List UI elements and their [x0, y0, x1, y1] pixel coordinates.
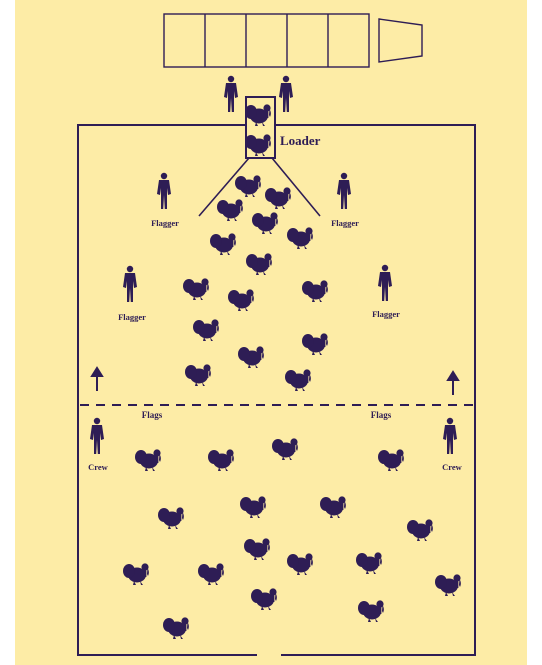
diagram-background [15, 0, 527, 665]
crew-label: Crew [442, 462, 463, 472]
flagger-label: Flagger [118, 312, 146, 322]
flagger-label: Flagger [151, 218, 179, 228]
flags-label: Flags [371, 410, 392, 420]
flagger-label: Flagger [331, 218, 359, 228]
crew-label: Crew [88, 462, 109, 472]
loader-label: Loader [280, 133, 321, 148]
flags-label: Flags [142, 410, 163, 420]
flagger-label: Flagger [372, 309, 400, 319]
